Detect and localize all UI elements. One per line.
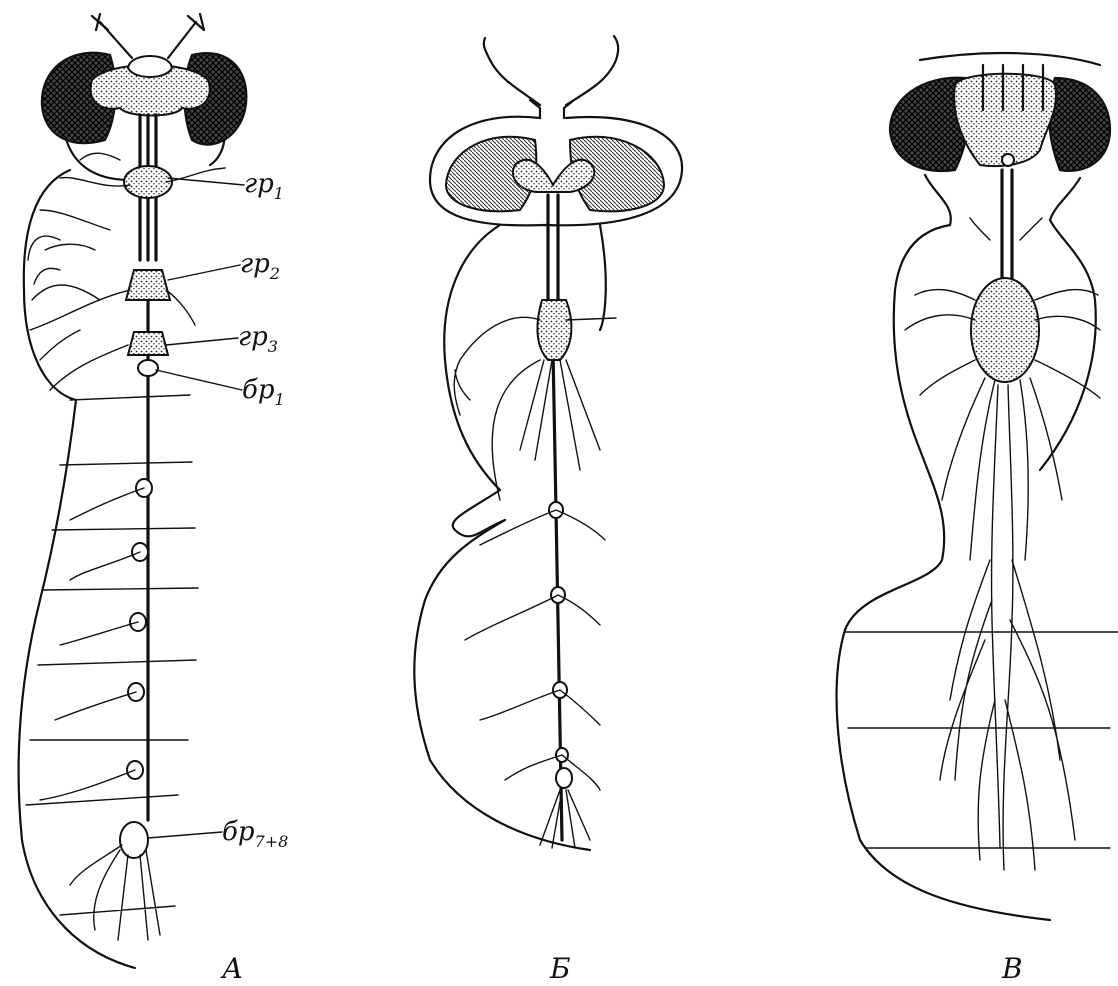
- panel-label-a: А: [220, 952, 243, 985]
- label-gr3: гр3: [238, 322, 278, 356]
- panel-a-segment-nerves: [26, 395, 198, 940]
- panel-v-body-outline: [837, 220, 1096, 920]
- panel-b-drawing: [414, 36, 682, 850]
- panel-v-abdominal-nerves: [940, 385, 1075, 870]
- panel-b-brain: [513, 160, 594, 192]
- label-gr1: гр1: [244, 169, 284, 203]
- panel-v-drawing: [837, 53, 1118, 920]
- panel-v-brain: [954, 74, 1056, 166]
- label-br78: бр7+8: [222, 817, 288, 851]
- panel-label-v: В: [1001, 952, 1023, 985]
- panel-v-nerve-cord: [1002, 170, 1012, 280]
- panel-a-drawing: [19, 14, 247, 968]
- panel-a-ganglion-gr2: [126, 270, 170, 300]
- panel-label-b: Б: [549, 952, 571, 985]
- panel-v-brain-center: [1002, 154, 1014, 166]
- label-gr2: гр2: [240, 249, 280, 283]
- panel-b-thoracic-nerves: [454, 317, 616, 500]
- panel-b-antennae: [484, 36, 618, 118]
- panel-v-segment-lines: [845, 632, 1118, 848]
- panel-b-terminal-ganglion: [556, 768, 572, 788]
- panel-a-antennae: [92, 14, 204, 58]
- panel-a-ganglion-gr3: [128, 332, 168, 355]
- panel-a-brain-center: [128, 56, 172, 77]
- panel-v-fused-ganglion: [971, 278, 1039, 382]
- panel-a-ganglion-gr1: [124, 166, 172, 198]
- panel-b-segment-nerves: [465, 510, 605, 848]
- label-br1: бр1: [242, 375, 285, 409]
- panel-a-ganglion-br78: [120, 822, 148, 858]
- panel-a-ganglion-br1: [138, 360, 158, 376]
- panel-v-right-compound-eye: [1049, 78, 1110, 171]
- panel-b-thoracic-ganglion: [537, 300, 571, 360]
